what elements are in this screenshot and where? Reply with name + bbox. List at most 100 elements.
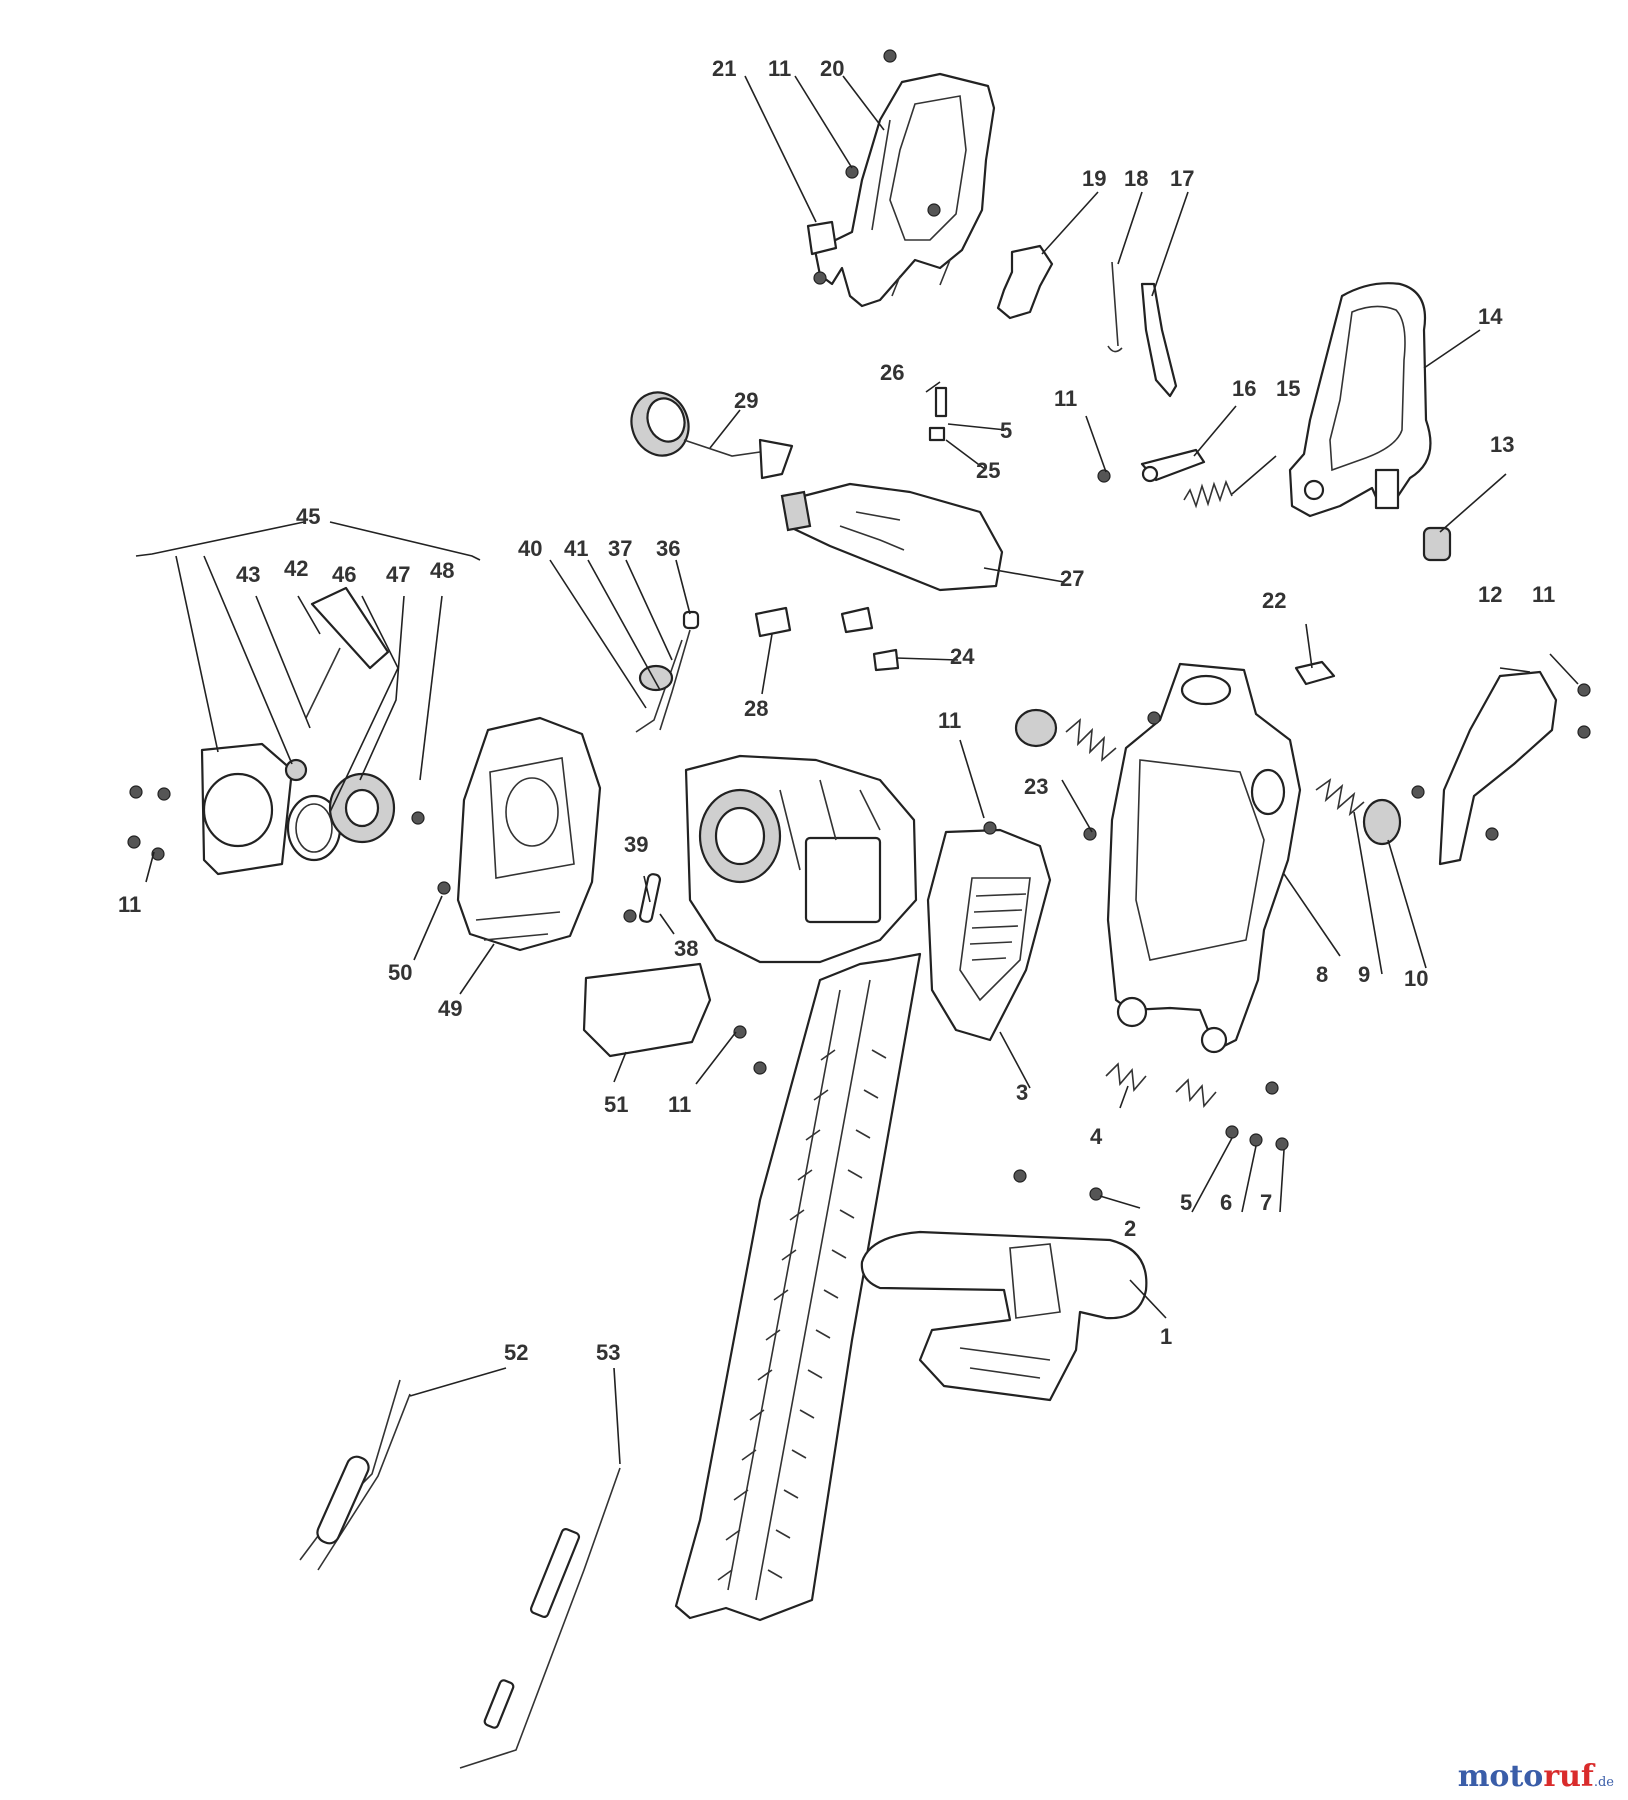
part-42-starter-handle — [305, 586, 390, 719]
part-4-spring-left — [1105, 1062, 1147, 1092]
part-1-front-handle — [860, 1230, 1148, 1402]
part-upper-damper — [1014, 708, 1058, 748]
part-17-lever — [1140, 282, 1178, 398]
part-10-damper — [1362, 798, 1402, 846]
callout-18: 18 — [1124, 166, 1148, 191]
part-28-damper-right — [840, 606, 874, 634]
callout-17: 17 — [1170, 166, 1194, 191]
part-22-clip — [1294, 660, 1336, 686]
part-24-damper — [872, 648, 900, 672]
callout-2: 2 — [1124, 1216, 1136, 1241]
part-25-nut — [928, 426, 946, 442]
logo-word-start: moto — [1457, 1759, 1544, 1794]
callout-41: 41 — [564, 536, 588, 561]
callout-13: 13 — [1490, 432, 1514, 457]
callout-23: 23 — [1024, 774, 1048, 799]
callout-11-left: 11 — [118, 892, 141, 917]
part-45-recoil-starter-cover — [200, 742, 294, 876]
callout-21: 21 — [712, 56, 736, 81]
motoruf-logo: motoruf.de — [1458, 1759, 1614, 1794]
callout-11-mid-right: 11 — [1054, 386, 1077, 411]
callout-10: 10 — [1404, 966, 1428, 991]
part-27-fuel-tank — [780, 482, 1004, 592]
callout-52: 52 — [504, 1340, 528, 1365]
callout-46: 46 — [332, 562, 356, 587]
callout-19: 19 — [1082, 166, 1106, 191]
part-14-rear-handle — [1288, 282, 1432, 518]
part-26-bolt — [934, 386, 948, 418]
part-28-damper-left — [754, 606, 792, 638]
callout-27: 27 — [1060, 566, 1084, 591]
callout-48: 48 — [430, 558, 454, 583]
callout-29: 29 — [734, 388, 758, 413]
screws — [127, 49, 1591, 1201]
callout-24: 24 — [950, 644, 975, 669]
part-43-grommet — [284, 758, 308, 782]
callout-11-center: 11 — [938, 708, 961, 733]
leader-lines — [135, 75, 1579, 1465]
callout-14: 14 — [1478, 304, 1503, 329]
part-49-engine-cover — [456, 716, 602, 952]
part-upper-spring — [1065, 718, 1117, 762]
callout-9: 9 — [1358, 962, 1370, 987]
callout-42: 42 — [284, 556, 308, 581]
callout-8: 8 — [1316, 962, 1328, 987]
part-20-handle-housing — [813, 72, 996, 308]
part-3-air-filter-cover — [926, 828, 1052, 1042]
part-19-throttle-trigger — [996, 244, 1054, 320]
callout-15: 15 — [1276, 376, 1300, 401]
callout-4: 4 — [1090, 1124, 1103, 1149]
logo-word-accent: ruf — [1543, 1759, 1594, 1794]
callout-11-bottom: 11 — [668, 1092, 691, 1117]
part-47-pulley — [328, 772, 396, 844]
logo-tld: .de — [1593, 1775, 1614, 1790]
callout-numbers: 1 2 3 4 5 5 6 7 8 9 10 11 11 11 11 11 11… — [118, 56, 1555, 1365]
part-40-41-fuel-lines — [635, 629, 691, 733]
callout-49: 49 — [438, 996, 462, 1021]
callout-11-top: 11 — [768, 56, 791, 81]
callout-11-far-right: 11 — [1532, 582, 1555, 607]
callout-39: 39 — [624, 832, 648, 857]
part-13-cap — [1422, 526, 1452, 562]
part-12-bracket — [1438, 670, 1558, 866]
part-36-fuel-filter — [682, 610, 700, 630]
part-18-spring-rod — [1107, 261, 1123, 353]
callout-50: 50 — [388, 960, 412, 985]
callout-37: 37 — [608, 536, 632, 561]
callout-25: 25 — [976, 458, 1000, 483]
callout-38: 38 — [674, 936, 698, 961]
part-53-throttle-cable — [459, 1467, 621, 1769]
callout-51: 51 — [604, 1092, 628, 1117]
part-8-handle-frame — [1106, 662, 1302, 1054]
part-38-plate — [638, 873, 662, 923]
callout-3: 3 — [1016, 1080, 1028, 1105]
callout-7: 7 — [1260, 1190, 1272, 1215]
part-15-spring — [1183, 479, 1233, 509]
callout-40: 40 — [518, 536, 542, 561]
callout-5-lower: 5 — [1180, 1190, 1192, 1215]
callout-45: 45 — [296, 504, 320, 529]
callout-36: 36 — [656, 536, 680, 561]
part-4-spring-right — [1175, 1078, 1217, 1108]
callout-1: 1 — [1160, 1324, 1172, 1349]
hedge-trimmer-blade — [674, 952, 922, 1622]
callout-28: 28 — [744, 696, 768, 721]
part-21-clip — [806, 220, 838, 256]
callout-12: 12 — [1478, 582, 1502, 607]
callout-26: 26 — [880, 360, 904, 385]
callout-16: 16 — [1232, 376, 1256, 401]
engine-block — [684, 754, 918, 964]
callout-5-upper: 5 — [1000, 418, 1012, 443]
part-52-wiring-harness — [299, 1379, 411, 1571]
callout-22: 22 — [1262, 588, 1286, 613]
part-29-fuel-cap — [630, 391, 794, 480]
callout-6: 6 — [1220, 1190, 1232, 1215]
part-9-spring — [1315, 778, 1365, 817]
callout-53: 53 — [596, 1340, 620, 1365]
callout-20: 20 — [820, 56, 844, 81]
part-51-lower-cover — [582, 962, 712, 1058]
callout-43: 43 — [236, 562, 260, 587]
part-16-latch — [1140, 448, 1206, 483]
callout-47: 47 — [386, 562, 410, 587]
